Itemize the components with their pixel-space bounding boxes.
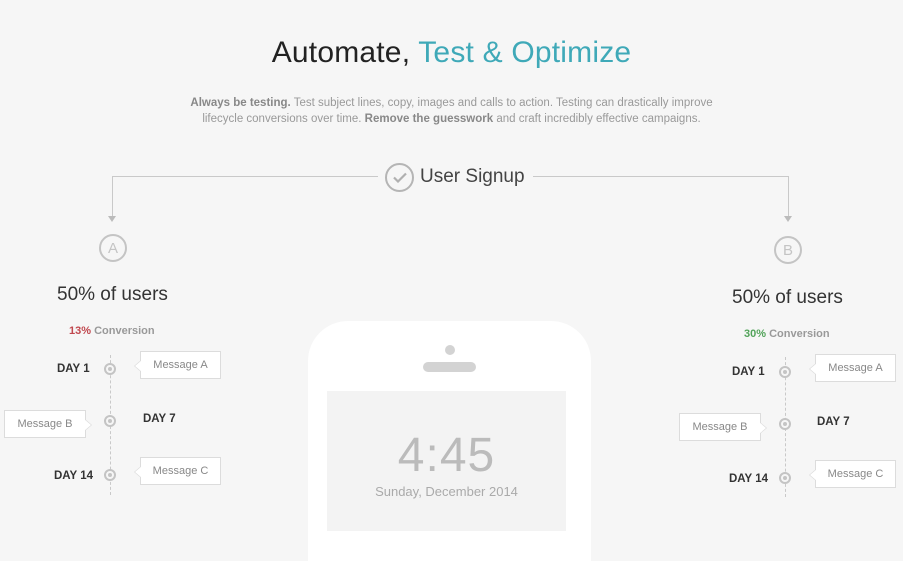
- variant-a-day-1: DAY 1: [57, 363, 90, 375]
- heading-accent: Test & Optimize: [418, 36, 632, 69]
- variant-a-message-b[interactable]: Message B: [4, 410, 92, 438]
- variant-a-badge: A: [99, 234, 127, 262]
- variant-b-letter: B: [782, 241, 793, 259]
- section-subtitle: Always be testing. Test subject lines, c…: [170, 96, 733, 127]
- timeline-node-icon: [104, 469, 116, 481]
- message-label: Message C: [827, 468, 884, 480]
- variant-a-message-c[interactable]: Message C: [134, 457, 221, 485]
- flow-line-right: [533, 176, 788, 177]
- flow-line-left: [112, 176, 378, 177]
- timeline-node-icon: [104, 415, 116, 427]
- message-label: Message A: [828, 362, 883, 374]
- variant-b-day-1: DAY 1: [732, 366, 765, 378]
- timeline-node-icon: [779, 366, 791, 378]
- variant-a-day-7: DAY 7: [143, 413, 176, 425]
- timeline-node-icon: [104, 363, 116, 375]
- heading-part1: Automate,: [271, 36, 411, 69]
- flow-line-left-down: [112, 176, 113, 216]
- message-label: Message B: [692, 421, 748, 433]
- variant-a-conversion-label: Conversion: [91, 325, 155, 337]
- variant-b-message-c[interactable]: Message C: [809, 460, 896, 488]
- message-label: Message B: [17, 418, 73, 430]
- variant-a-conversion: 13% Conversion: [69, 325, 155, 337]
- lock-screen-date: Sunday, December 2014: [375, 484, 518, 499]
- check-circle-icon: [385, 163, 414, 192]
- variant-b-conversion-pct: 30%: [744, 328, 767, 340]
- phone-camera-icon: [445, 345, 455, 355]
- subtitle-bold-2: Remove the guesswork: [364, 112, 494, 125]
- phone-screen: [327, 391, 566, 531]
- variant-b-day-14: DAY 14: [729, 473, 769, 485]
- variant-a-conversion-pct: 13%: [69, 325, 92, 337]
- variant-b-badge: B: [774, 236, 802, 264]
- variant-b-message-a[interactable]: Message A: [809, 354, 896, 382]
- variant-a-users: 50% of users: [57, 284, 168, 305]
- subtitle-bold-1: Always be testing.: [190, 97, 291, 109]
- message-label: Message A: [153, 359, 208, 371]
- variant-a-day-14: DAY 14: [54, 470, 94, 482]
- subtitle-text-2: and craft incredibly effective campaigns…: [493, 112, 701, 125]
- variant-b-conversion-label: Conversion: [766, 328, 830, 340]
- user-signup-label: User Signup: [420, 166, 525, 187]
- variant-a-message-a[interactable]: Message A: [134, 351, 221, 379]
- arrow-down-icon: [108, 216, 116, 222]
- variant-b-message-b[interactable]: Message B: [679, 413, 767, 441]
- variant-b-conversion: 30% Conversion: [744, 328, 830, 340]
- subtitle-text-1: Test subject lines, copy, images and cal…: [202, 97, 713, 125]
- variant-b-users: 50% of users: [732, 287, 843, 308]
- message-label: Message C: [152, 465, 209, 477]
- phone-speaker-icon: [423, 362, 476, 372]
- arrow-down-icon: [784, 216, 792, 222]
- timeline-node-icon: [779, 472, 791, 484]
- timeline-node-icon: [779, 418, 791, 430]
- variant-b-day-7: DAY 7: [817, 416, 850, 428]
- variant-a-letter: A: [107, 239, 118, 257]
- lock-screen-time: 4:45: [397, 429, 496, 482]
- section-heading: Automate, Test & Optimize: [0, 36, 903, 70]
- flow-line-right-down: [788, 176, 789, 216]
